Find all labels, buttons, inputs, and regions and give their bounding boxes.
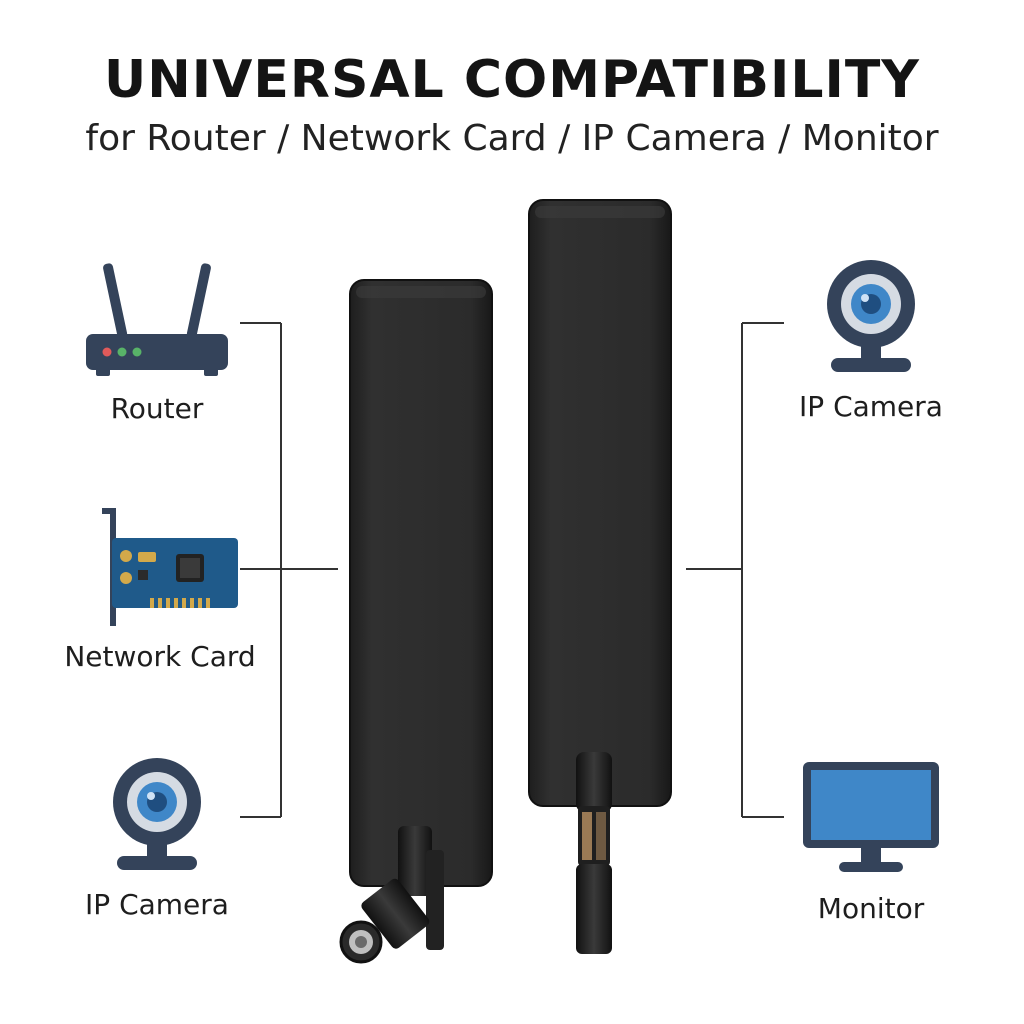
right-antenna xyxy=(528,199,672,954)
router-icon xyxy=(86,263,228,376)
device-monitor: Monitor xyxy=(776,758,966,925)
device-ip-camera-left: IP Camera xyxy=(62,756,252,921)
device-router: Router xyxy=(62,258,252,425)
network-card-icon xyxy=(102,508,238,626)
device-network-card: Network Card xyxy=(56,506,264,673)
device-label-network-card: Network Card xyxy=(64,640,256,673)
ip-camera-icon xyxy=(827,260,915,372)
page-title: UNIVERSAL COMPATIBILITY xyxy=(104,50,920,110)
device-label-ip-camera-right: IP Camera xyxy=(799,390,943,423)
device-label-ip-camera-left: IP Camera xyxy=(85,888,229,921)
page-subtitle: for Router / Network Card / IP Camera / … xyxy=(85,118,939,159)
ip-camera-icon xyxy=(113,758,201,870)
device-label-monitor: Monitor xyxy=(817,892,925,925)
left-antenna xyxy=(339,279,493,964)
device-label-router: Router xyxy=(110,392,204,425)
monitor-icon xyxy=(803,762,939,872)
device-ip-camera-right: IP Camera xyxy=(776,258,966,423)
